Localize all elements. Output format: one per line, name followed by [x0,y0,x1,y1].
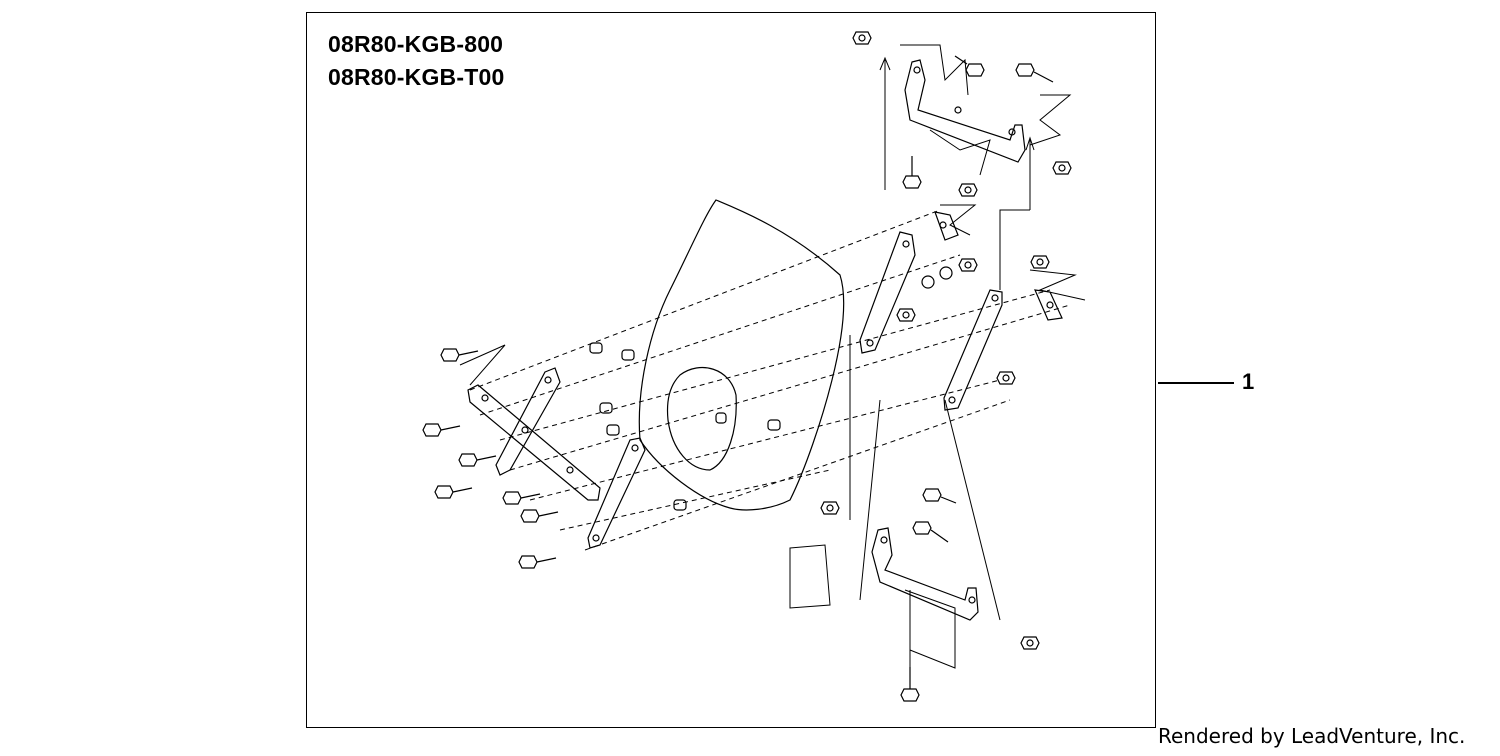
callout-leader-line [1158,382,1234,384]
nut-mid-2 [959,259,977,271]
leader-lines [850,58,1034,670]
bolt-left-5 [503,492,540,504]
upper-mount-bracket [905,60,1025,162]
right-stay-brackets [860,212,1062,410]
part-number-primary: 08R80-KGB-800 [328,31,504,57]
nut-lower-right [1021,637,1039,649]
nut-top [853,32,871,44]
callout-number[interactable]: 1 [1242,369,1255,394]
bolt-top-2 [1016,64,1053,82]
reference-zigzags [460,45,1085,668]
nut-mid-3 [1031,256,1049,268]
bolt-left-1 [441,349,478,361]
nut-mid-4 [897,309,915,321]
bolt-lower-1 [923,489,956,503]
left-lower-bracket [468,385,600,500]
bolt-lower-2 [913,522,948,542]
bolt-vertical-lower [901,667,919,701]
bolt-left-3 [459,454,496,466]
hex-bolts [423,32,1071,701]
nut-mid-1 [959,184,977,196]
assembly-lines [470,210,1070,550]
nut-lower-left [821,502,839,514]
bolt-left-2 [423,424,460,436]
bolt-left-6 [521,510,558,522]
spacer-collars [590,267,952,510]
windscreen-panel [639,200,843,510]
bolt-top-1 [955,56,984,76]
diagram-frame [306,12,1156,728]
lower-mount-bracket [872,528,978,620]
bolt-left-7 [519,556,556,568]
nut-mid-5 [997,372,1015,384]
bolt-vertical-upper [903,156,921,188]
part-number-secondary: 08R80-KGB-T00 [328,64,505,90]
left-stay-brackets [496,368,645,548]
bolt-left-4 [435,486,472,498]
nut-upper-right [1053,162,1071,174]
render-credit: Rendered by LeadVenture, Inc. [1158,724,1466,748]
